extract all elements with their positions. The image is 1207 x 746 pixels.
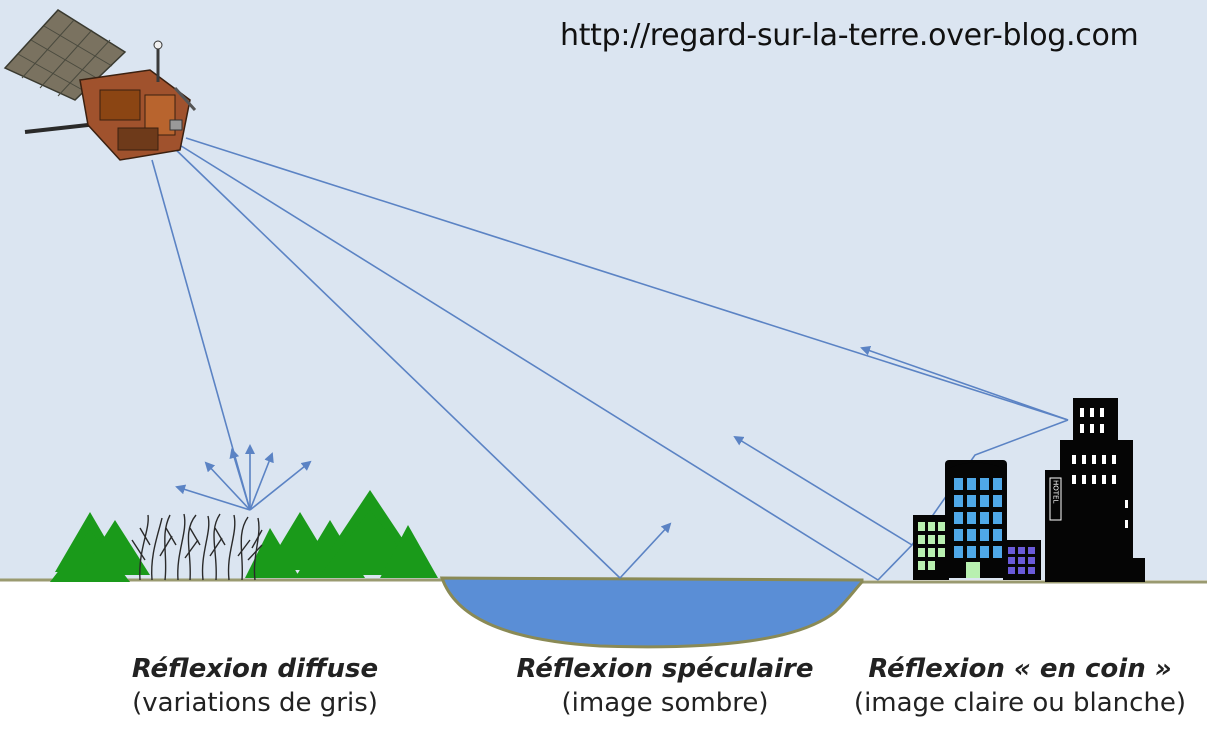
caption-diffuse-subtitle: (variations de gris) — [132, 688, 378, 718]
buildings: HOTEL — [913, 398, 1145, 582]
hotel-sign: HOTEL — [1052, 480, 1060, 503]
caption-corner-title: Réflexion « en coin » — [868, 654, 1172, 684]
caption-diffuse-title: Réflexion diffuse — [131, 654, 379, 684]
lake — [439, 576, 864, 649]
satellite-icon — [3, 9, 197, 161]
sky — [0, 0, 1207, 580]
forest — [50, 490, 438, 582]
caption-specular-reflection: Réflexion spéculaire (image sombre) — [500, 652, 830, 720]
caption-diffuse-reflection: Réflexion diffuse (variations de gris) — [100, 652, 410, 720]
corner-return-arrows — [733, 345, 1069, 546]
caption-corner-subtitle: (image claire ou blanche) — [853, 688, 1187, 718]
diffuse-scatter-arrows — [175, 444, 312, 511]
source-url: http://regard-sur-la-terre.over-blog.com — [560, 18, 1139, 53]
radar-beams — [151, 137, 1069, 581]
caption-specular-subtitle: (image sombre) — [561, 688, 769, 718]
caption-specular-title: Réflexion spéculaire — [516, 654, 814, 684]
specular-reflection-arrow — [619, 522, 672, 579]
caption-corner-reflection: Réflexion « en coin » (image claire ou b… — [835, 652, 1205, 720]
